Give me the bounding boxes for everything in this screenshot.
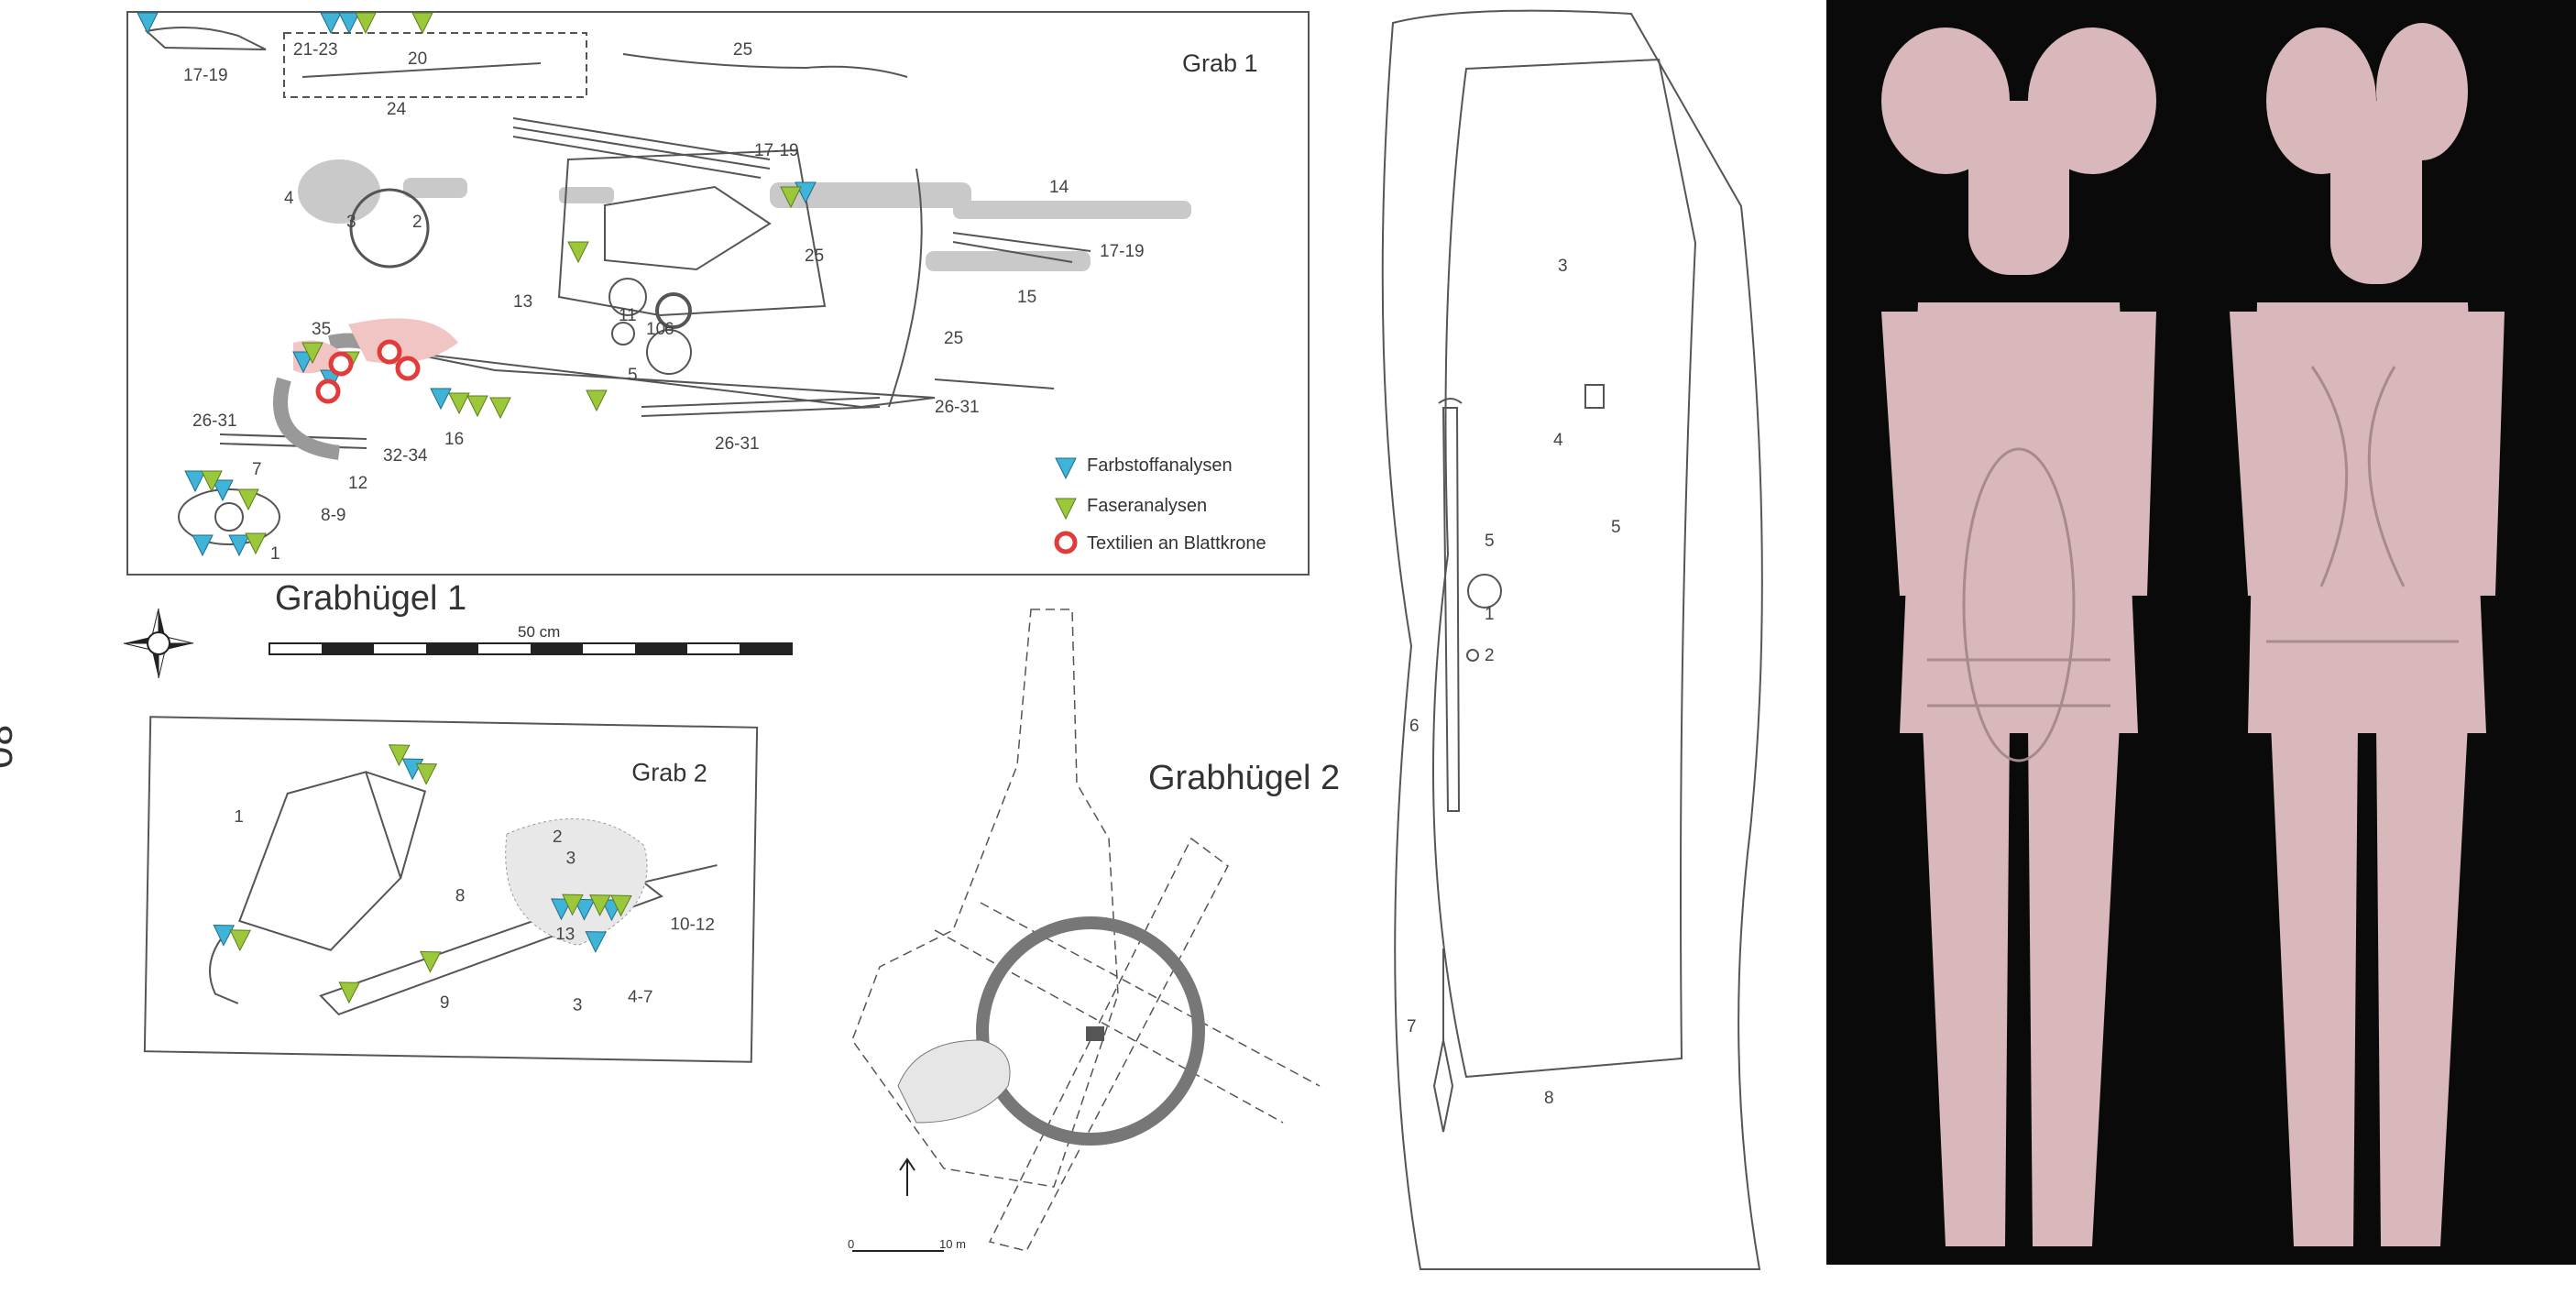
grab1-number: 1 — [270, 544, 280, 564]
north-arrow-icon — [123, 608, 194, 679]
grab2-number: 3 — [565, 849, 576, 869]
grab1-number: 26-31 — [935, 398, 980, 417]
grab1-number: 17-19 — [754, 141, 799, 160]
grabhuegel2-title: Grabhügel 2 — [1148, 759, 1341, 797]
grab2-number: 9 — [439, 992, 450, 1013]
page-number: 80 — [0, 724, 20, 769]
plan-number: 5 — [1611, 518, 1621, 537]
grab1-number: 35 — [312, 320, 332, 339]
plan-number: 5 — [1485, 532, 1495, 551]
grab1-number: 2 — [412, 213, 422, 232]
grab1-number: 5 — [628, 366, 638, 385]
grab1-number: 25 — [733, 40, 753, 60]
grab1-title: Grab 1 — [1182, 49, 1258, 77]
grab2-drawing — [209, 744, 718, 1016]
grab1-number: 6 — [664, 320, 674, 339]
legend-fiber: Faseranalysen — [1087, 496, 1208, 516]
grab1-number: 24 — [387, 100, 407, 119]
plan-number: 3 — [1558, 257, 1568, 276]
grab1-number: 10 — [646, 320, 666, 339]
statue-front-image — [1881, 27, 2156, 1246]
grab1-number: 14 — [1049, 178, 1069, 197]
scale-bar — [269, 642, 793, 655]
grab1-drawing — [137, 12, 1191, 557]
grab1-number: 32-34 — [383, 446, 428, 466]
tall-grave-plan — [1381, 9, 1763, 1270]
grab1-number: 17-19 — [1100, 242, 1145, 261]
plan-number: 7 — [1407, 1017, 1417, 1036]
scale-label-50cm: 50 cm — [518, 623, 561, 641]
grab1-number: 15 — [1017, 288, 1037, 307]
legend-dye: Farbstoffanalysen — [1087, 455, 1233, 476]
grab1-number: 26-31 — [192, 411, 237, 431]
grab1-number: 26-31 — [715, 434, 760, 454]
grab1-number: 3 — [346, 213, 356, 232]
grab2-number: 2 — [552, 827, 563, 848]
grab1-number: 16 — [444, 430, 465, 449]
plan-number: 8 — [1544, 1089, 1554, 1108]
grabhuegel1-title: Grabhügel 1 — [275, 579, 467, 618]
grab2-number: 13 — [554, 925, 575, 945]
grab1-number: 20 — [408, 49, 428, 69]
grab1-number: 4 — [284, 189, 294, 208]
grab1-number: 17-19 — [183, 66, 228, 85]
grab2-number: 10-12 — [670, 915, 716, 936]
statue-back-image — [2230, 23, 2505, 1246]
grab2-panel: Grab 2 1 2 3 8 1 — [143, 716, 759, 1063]
grab1-number: 7 — [252, 460, 262, 479]
grab2-number: 1 — [234, 806, 245, 828]
plan-number: 2 — [1485, 646, 1495, 665]
grab2-number: 4-7 — [627, 987, 653, 1007]
grabhuegel2-scale-end: 10 m — [939, 1237, 966, 1251]
grab1-number: 12 — [348, 474, 368, 493]
plan-number: 6 — [1409, 717, 1420, 736]
grab1-number: 11 — [619, 306, 637, 325]
grab2-number: 3 — [572, 995, 583, 1015]
grab1-panel: Grab 1 — [126, 11, 1310, 576]
legend-textile: Textilien an Blattkrone — [1087, 533, 1266, 554]
plan-number: 1 — [1485, 605, 1495, 624]
grabhuegel2-scale-zero: 0 — [848, 1237, 855, 1251]
grab1-number: 21-23 — [293, 40, 338, 60]
grab2-number: 8 — [455, 886, 466, 906]
plan-number: 4 — [1553, 431, 1563, 450]
grab1-number: 8-9 — [321, 506, 346, 525]
grabhuegel2-plan — [851, 609, 1321, 1252]
grab1-number: 25 — [805, 247, 825, 266]
grab1-number: 25 — [944, 329, 964, 348]
grab1-number: 13 — [513, 292, 533, 312]
statue-photo — [1826, 0, 2576, 1265]
